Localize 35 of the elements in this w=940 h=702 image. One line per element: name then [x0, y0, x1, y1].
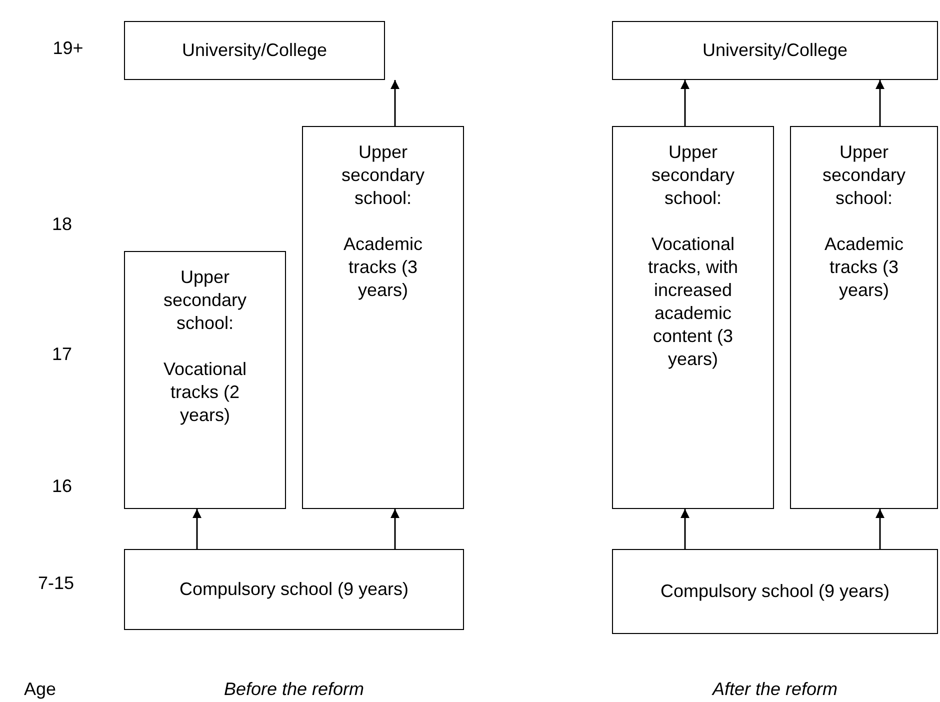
age-label: Age [24, 679, 56, 700]
age-label: 17 [52, 344, 72, 365]
panel-caption: After the reform [712, 679, 838, 700]
box-text: Compulsory school (9 years) [660, 580, 890, 603]
school-box [612, 21, 938, 80]
box-text: Vocational tracks, with increased academic content (3 years) [646, 233, 740, 371]
arrow [876, 80, 884, 126]
box-text: Upper secondary school: [340, 141, 426, 210]
age-label: 16 [52, 476, 72, 497]
box-text: Vocational tracks (2 years) [162, 358, 248, 427]
age-label: 18 [52, 214, 72, 235]
school-box [124, 549, 464, 630]
box-text: Academic tracks (3 years) [342, 233, 424, 302]
box-text: Upper secondary school: [821, 141, 907, 210]
panel-caption: Before the reform [224, 679, 364, 700]
box-text: Upper secondary school: [162, 266, 248, 335]
box-text: University/College [182, 39, 328, 62]
arrow [390, 509, 400, 549]
arrow [680, 509, 690, 549]
arrow [192, 509, 202, 549]
arrow [680, 80, 690, 126]
school-box [612, 549, 938, 634]
school-box [124, 251, 286, 509]
school-box [124, 21, 385, 80]
age-label: 7-15 [38, 573, 74, 594]
school-box [302, 126, 464, 509]
box-text: Compulsory school (9 years) [179, 578, 409, 601]
arrow [390, 80, 400, 126]
arrow [876, 509, 884, 549]
age-label: 19+ [52, 38, 84, 59]
box-text: Upper secondary school: [650, 141, 736, 210]
school-box [612, 126, 774, 509]
school-box [790, 126, 938, 509]
box-text: University/College [702, 39, 848, 62]
box-text: Academic tracks (3 years) [823, 233, 905, 302]
